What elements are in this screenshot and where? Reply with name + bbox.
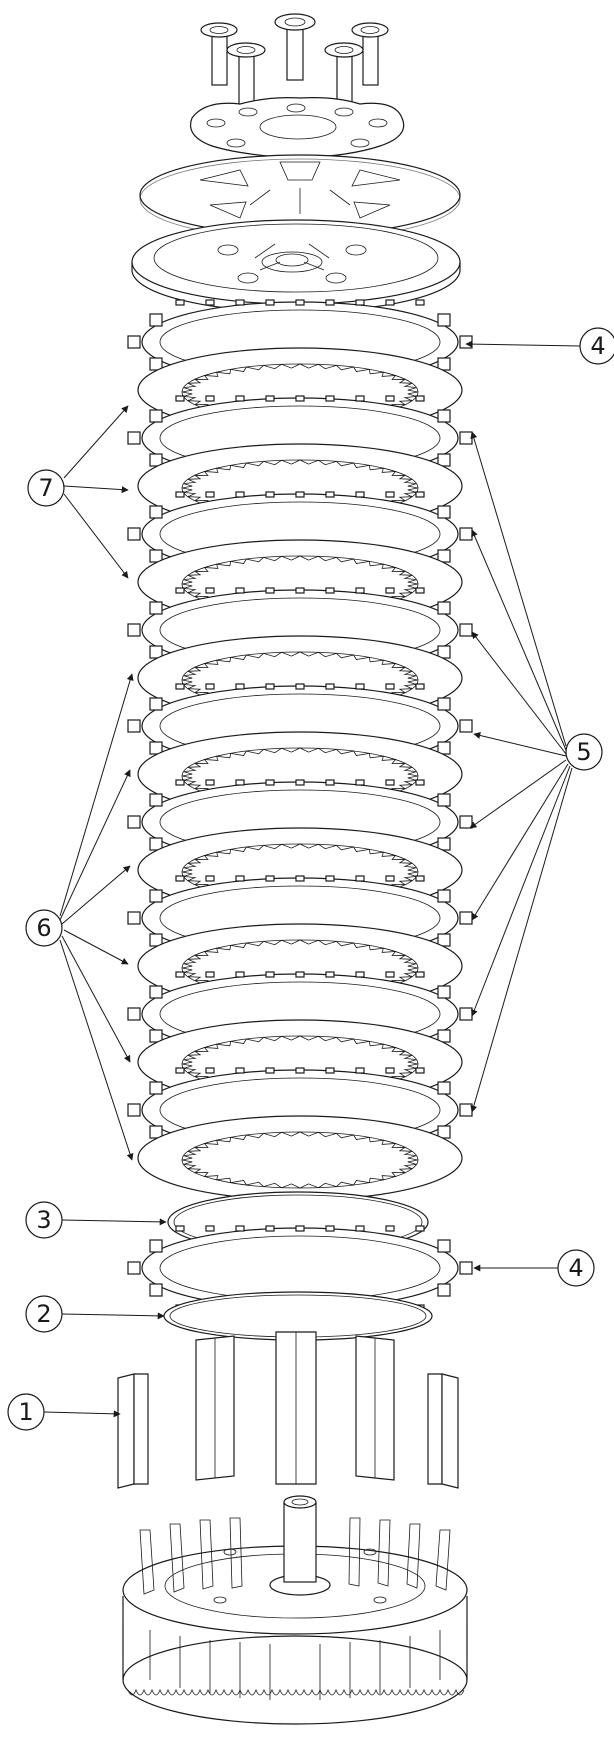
callout-3: 3 xyxy=(25,1201,167,1239)
callout-1-label: 1 xyxy=(18,1398,33,1426)
callout-4-bottom-label: 4 xyxy=(568,1254,583,1282)
callout-6: 6 xyxy=(25,673,134,1161)
callout-7-label: 7 xyxy=(38,474,53,502)
callout-7: 7 xyxy=(27,405,129,579)
callout-4-top-label: 4 xyxy=(590,332,605,360)
callout-layer: 4 7 5 xyxy=(7,327,614,1431)
clutch-bolts xyxy=(200,13,389,111)
bottom-steel-plate xyxy=(127,1225,473,1311)
callout-4-top: 4 xyxy=(465,327,614,365)
bolt xyxy=(226,42,266,111)
diaphragm-spring xyxy=(139,154,461,240)
hub-gear-teeth xyxy=(127,1688,465,1696)
callout-2: 2 xyxy=(25,1295,165,1333)
callout-4-bottom: 4 xyxy=(473,1249,595,1287)
damper-segments xyxy=(117,1331,459,1489)
clutch-hub xyxy=(122,1495,468,1725)
bolt xyxy=(200,22,238,86)
retainer-plate xyxy=(190,97,405,159)
bolt xyxy=(351,22,389,86)
callout-3-label: 3 xyxy=(36,1206,51,1234)
friction-disc xyxy=(137,1115,463,1201)
callout-6-label: 6 xyxy=(36,914,51,942)
clutch-plate-stack xyxy=(127,299,473,1341)
bolt xyxy=(274,13,316,81)
pressure-plate xyxy=(131,219,461,313)
callout-2-label: 2 xyxy=(36,1300,51,1328)
callout-1: 1 xyxy=(7,1393,121,1431)
callout-5-label: 5 xyxy=(576,738,591,766)
callout-5: 5 xyxy=(469,431,603,1113)
